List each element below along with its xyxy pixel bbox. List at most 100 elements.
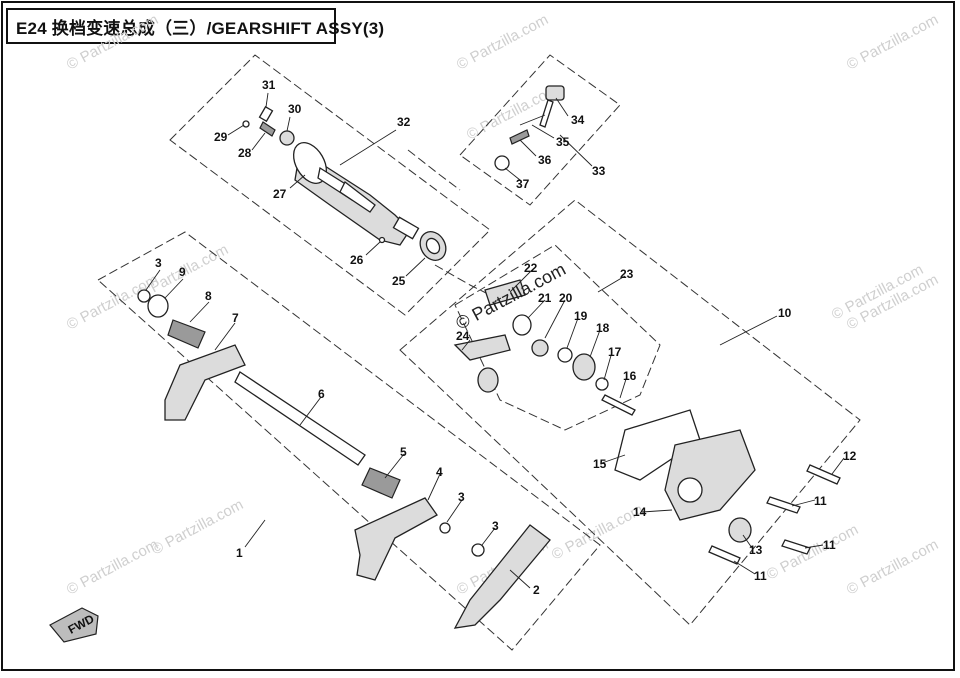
watermark-8: © Partzilla.com [844,536,941,598]
callout-13: 13 [749,543,763,557]
shift-drum-assembly [242,105,447,261]
drum-bearing-inner [425,237,441,255]
callout-12: 12 [843,449,857,463]
callout-35: 35 [556,135,570,149]
detent-assembly [494,85,565,171]
callout-3-low: 3 [492,519,499,533]
fwd-arrow: FWD [49,607,99,643]
callout-25: 25 [392,274,406,288]
callout-3-mid: 3 [458,490,465,504]
circlip-3-mid [439,522,451,534]
shift-arm-2 [453,524,551,629]
callout-30: 30 [288,102,302,116]
callout-21: 21 [538,291,552,305]
callout-36: 36 [538,153,552,167]
gear-20 [531,339,549,357]
diagram-title-box: E24 换档变速总成（三）/GEARSHIFT ASSY(3) [6,8,384,44]
detent-bolt-34 [545,85,565,101]
callout-31: 31 [262,78,276,92]
callout-37: 37 [516,177,530,191]
plate-22 [484,279,526,306]
watermark-1: © Partzilla.com [64,11,161,73]
detent-ball-37 [494,155,510,171]
callout-1: 1 [236,546,243,560]
washer-35-shape [519,114,546,126]
callout-3-top: 3 [155,256,162,270]
cover-boss [677,477,703,503]
callout-labels: 31 30 29 28 32 27 26 25 34 35 36 33 37 3… [155,78,857,597]
bolt-11-c [708,545,741,565]
callout-18: 18 [596,321,610,335]
bolt-16 [601,394,636,416]
watermark-6: © Partzilla.com [64,536,161,598]
callout-5: 5 [400,445,407,459]
callout-11-b: 11 [823,538,836,552]
shift-cover-assembly [453,279,841,565]
watermark-4: © Partzilla.com [64,271,161,333]
callout-8: 8 [205,289,212,303]
shift-fork-4 [354,497,438,581]
callout-16: 16 [623,369,637,383]
bushing-21 [512,314,532,336]
fork-shaft-6 [234,371,366,466]
ball-29 [242,120,250,128]
fwd-arrow-shape [49,607,99,643]
watermark-3: © Partzilla.com [844,11,941,73]
callout-15: 15 [593,457,607,471]
watermark-14: © Partzilla.com [549,501,646,563]
spring-8 [167,319,206,349]
pin-31 [258,105,274,123]
drum-groove-2 [339,181,376,213]
connector-32-33 [407,149,461,191]
diagram-title: E24 换档变速总成（三）/GEARSHIFT ASSY(3) [16,18,385,38]
callout-28: 28 [238,146,252,160]
oil-seal-24 [477,367,499,393]
callout-14: 14 [633,505,647,519]
group-outline-23 [454,244,661,431]
washer-19 [557,347,573,363]
drum-shaft [392,216,420,240]
bolt-11-a [766,496,801,514]
callout-20: 20 [559,291,573,305]
drum-pin-26 [378,236,386,244]
callout-29: 29 [214,130,228,144]
callout-19: 19 [574,309,588,323]
callout-10: 10 [778,306,792,320]
connector-25-23 [434,264,501,301]
callout-11-a: 11 [814,494,827,508]
spring-5 [361,467,401,499]
watermark-10: © Partzilla.com [149,496,246,558]
gasket-15 [614,409,701,481]
callout-27: 27 [273,187,287,201]
callout-26: 26 [350,253,364,267]
drum-end-face [292,142,328,184]
callout-32: 32 [397,115,411,129]
callout-22: 22 [524,261,538,275]
detent-bolt-shank [539,99,554,128]
callout-7: 7 [232,311,239,325]
watermark-2: © Partzilla.com [454,11,551,73]
circlip-3-low [471,543,485,557]
washer-17 [595,377,609,391]
leader-lines [145,92,845,589]
bolt-12 [806,464,841,485]
callout-6: 6 [318,387,325,401]
watermark-11: © Partzilla.com [764,521,861,583]
callout-23: 23 [620,267,634,281]
circlip-3-top [137,289,151,303]
shift-fork-assembly [137,289,551,629]
callout-33: 33 [592,164,606,178]
washer-30 [279,130,295,146]
spring-28 [259,121,276,137]
oil-seal-13 [728,517,752,543]
callout-17: 17 [608,345,622,359]
collar-18 [572,353,596,381]
shift-shaft-24 [453,334,511,361]
collar-9 [147,294,169,318]
group-outline-32 [169,54,491,316]
callout-2: 2 [533,583,540,597]
bolt-11-b [781,539,811,555]
group-outline-10 [399,199,861,626]
